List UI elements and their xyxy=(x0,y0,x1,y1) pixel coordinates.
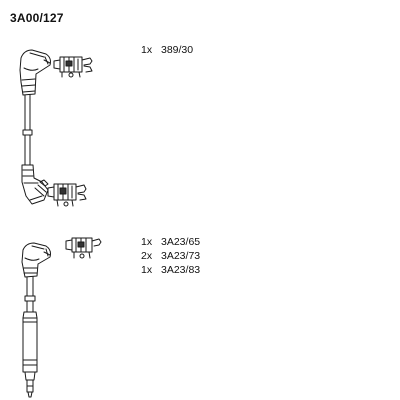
item-code: 3A23/73 xyxy=(161,250,201,262)
list-item: 1x 3A23/83 xyxy=(141,263,200,277)
item-code: 389/30 xyxy=(161,44,194,56)
list-item: 2x 3A23/73 xyxy=(141,249,200,263)
list-item: 1x 389/30 xyxy=(141,43,193,57)
angled-boot-bottom xyxy=(21,164,49,205)
straight-plug-boot xyxy=(22,311,38,387)
item-code: 3A23/65 xyxy=(161,236,201,248)
item-quantity: 2x xyxy=(141,250,153,262)
item-code: 3A23/83 xyxy=(161,264,201,276)
plug-terminal xyxy=(26,385,34,398)
ignition-lead-top xyxy=(19,49,93,207)
parts-list-bottom: 1x 3A23/65 2x 3A23/73 1x 3A23/83 xyxy=(141,235,200,277)
kit-part-number: 3A00/127 xyxy=(10,11,64,25)
lead-cable xyxy=(22,94,33,166)
angled-boot-top xyxy=(19,49,51,96)
lead-cable xyxy=(24,276,36,313)
list-item: 1x 3A23/65 xyxy=(141,235,200,249)
item-quantity: 1x xyxy=(141,264,153,276)
terminal-connector xyxy=(53,56,93,78)
parts-list-top: 1x 389/30 xyxy=(141,43,193,57)
terminal-connector xyxy=(47,183,87,207)
ignition-lead-bottom xyxy=(21,237,102,398)
item-quantity: 1x xyxy=(141,44,153,56)
terminal-connector xyxy=(65,237,102,259)
angled-boot-top xyxy=(21,242,51,278)
item-quantity: 1x xyxy=(141,236,153,248)
